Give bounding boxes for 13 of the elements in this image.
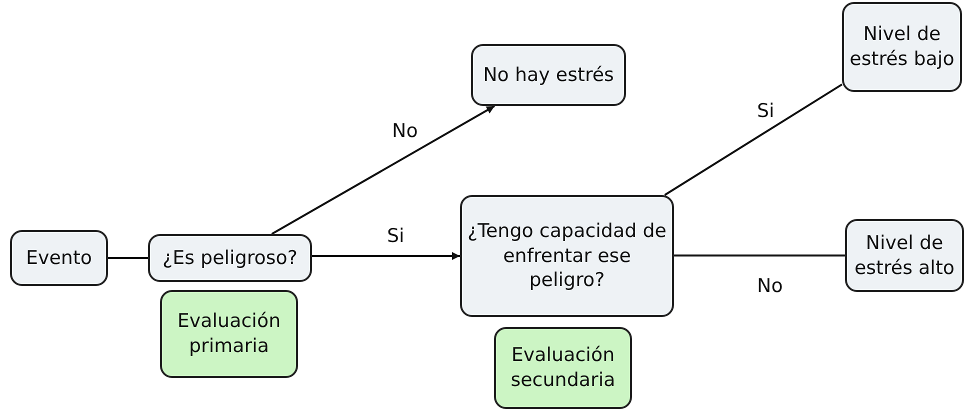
connector-line (664, 84, 843, 196)
question-box: ¿Es peligroso? (148, 234, 312, 282)
event-box: Evento (10, 230, 108, 286)
connector-line (674, 254, 845, 256)
connector-line (108, 257, 148, 259)
arrow (312, 252, 460, 260)
outcome-box: No hay estrés (471, 44, 626, 106)
appraisal-box: Evaluación primaria (160, 290, 298, 378)
outcome-box: Nivel de estrés alto (845, 219, 964, 292)
appraisal-box: Evaluación secundaria (494, 327, 632, 409)
question-box: ¿Tengo capacidad de enfrentar ese peligro? (460, 195, 674, 317)
outcome-box: Nivel de estrés bajo (842, 2, 962, 92)
arrow (271, 105, 496, 235)
